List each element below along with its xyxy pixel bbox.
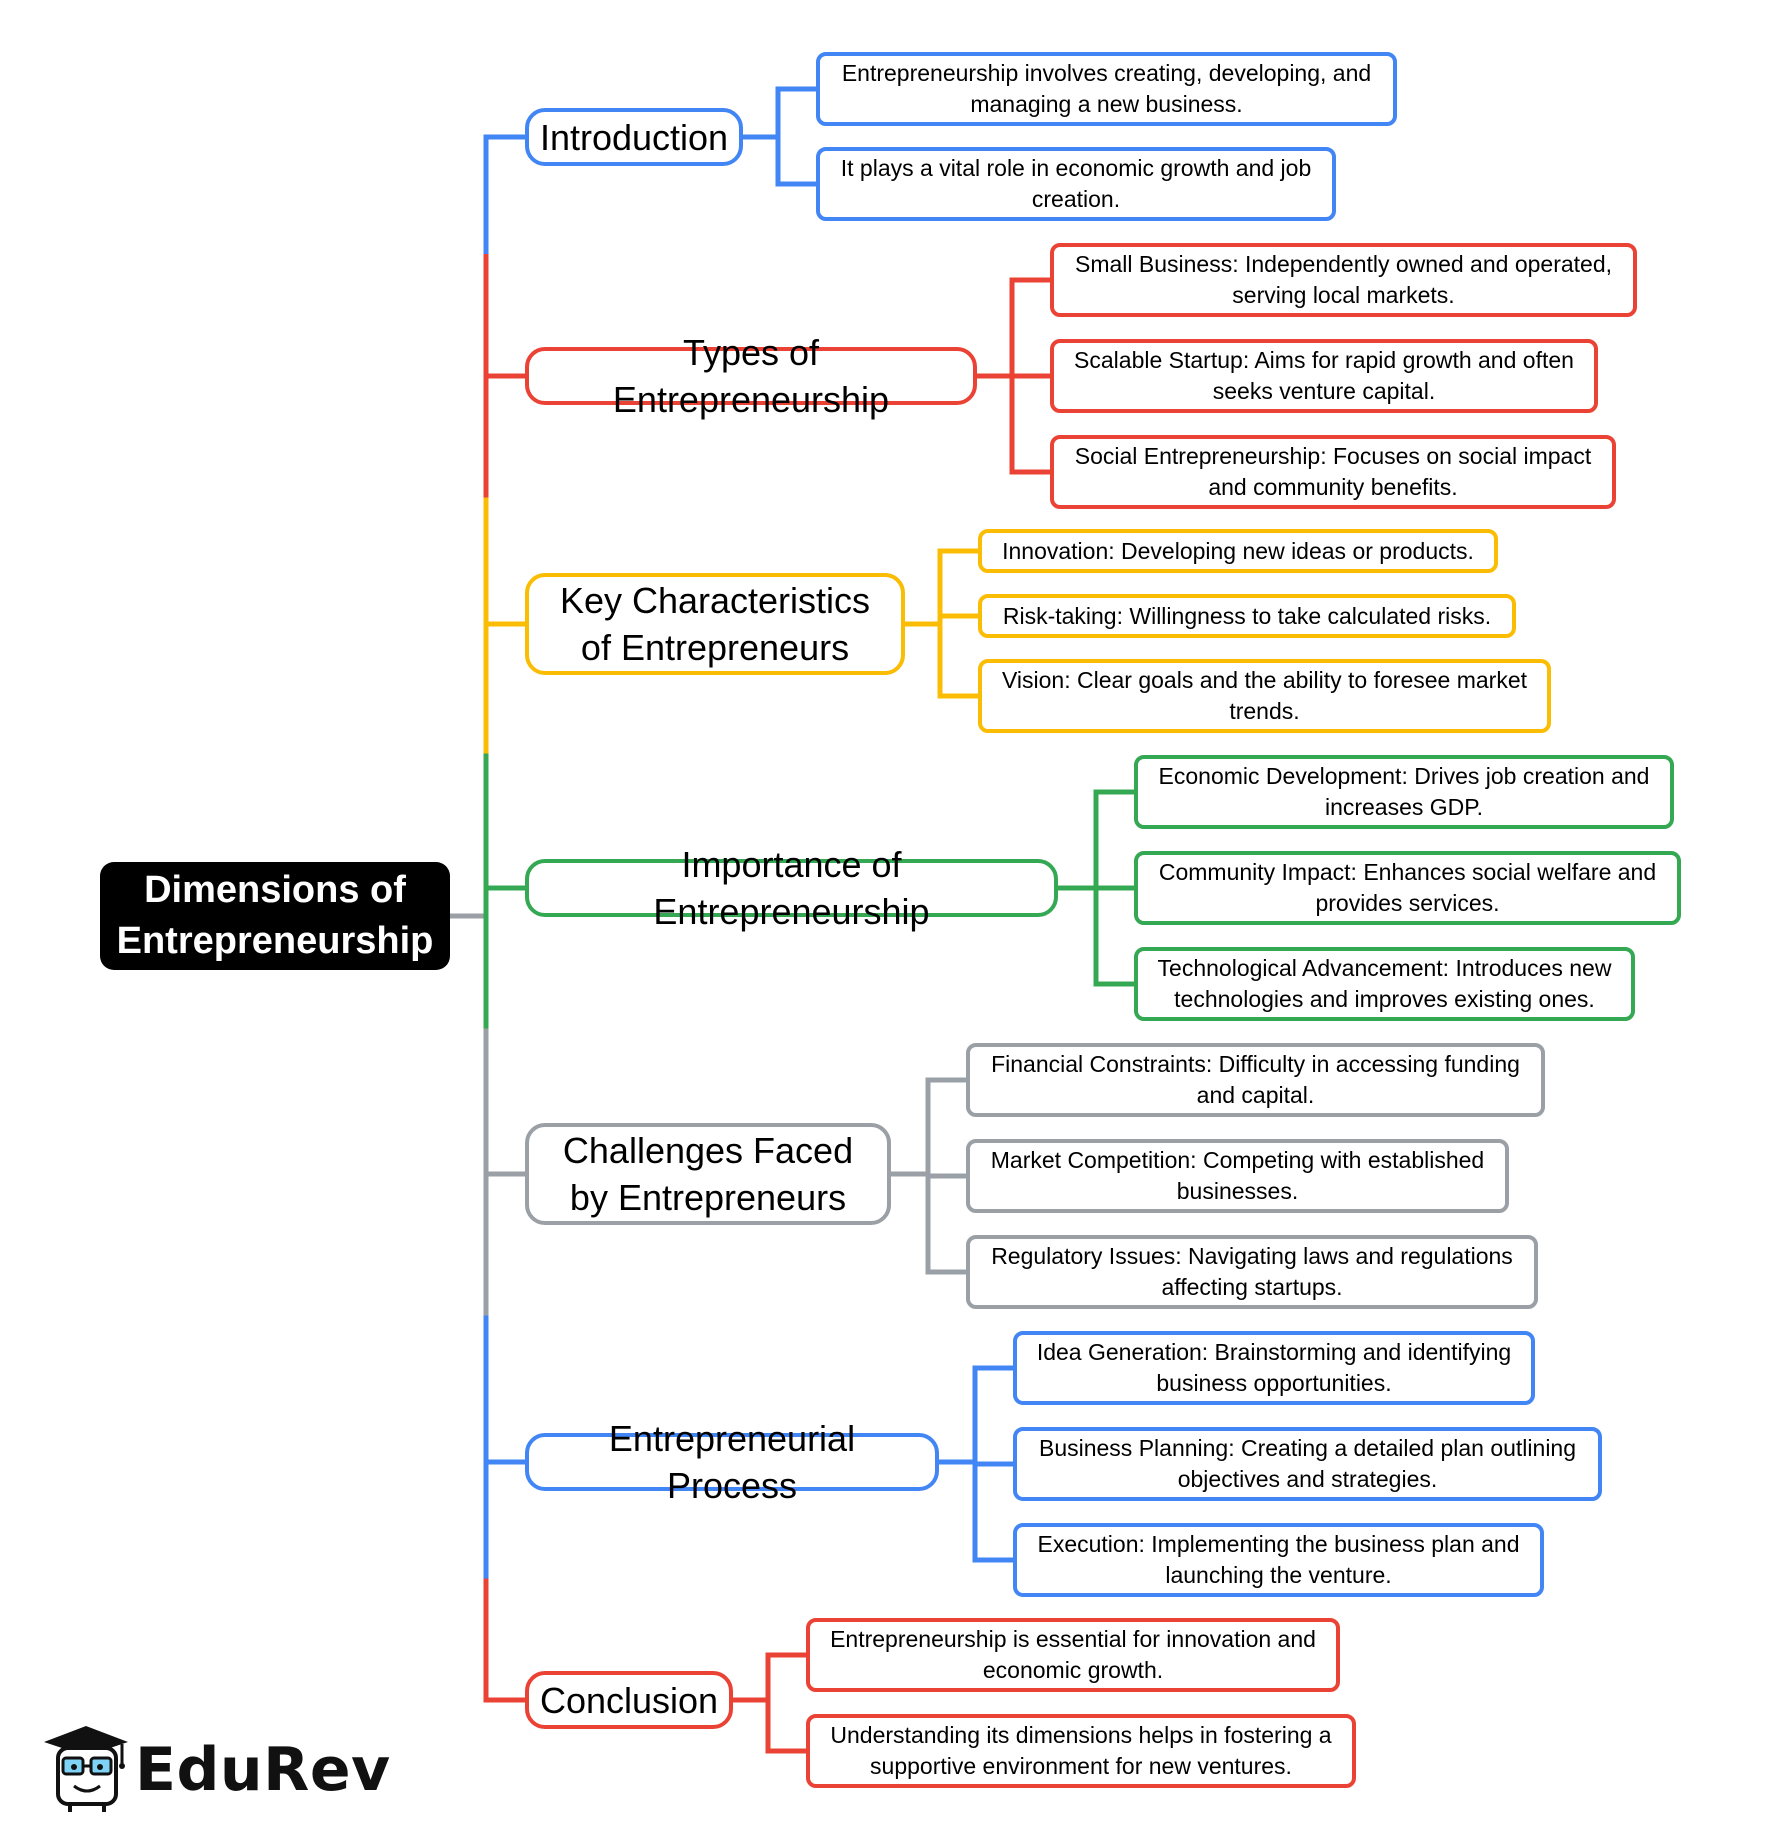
leaf-node: Vision: Clear goals and the ability to f…: [978, 659, 1551, 733]
leaf-label: Innovation: Developing new ideas or prod…: [1002, 537, 1474, 564]
root-node: Dimensions of Entrepreneurship: [100, 862, 450, 970]
leaf-node: Social Entrepreneurship: Focuses on soci…: [1050, 435, 1616, 509]
branch-node: Introduction: [525, 108, 743, 166]
leaf-node: Risk-taking: Willingness to take calcula…: [978, 594, 1516, 638]
branch-node: Entrepreneurial Process: [525, 1418, 939, 1506]
leaf-label: Entrepreneurship is essential for innova…: [830, 1626, 1316, 1683]
leaf-label: Risk-taking: Willingness to take calcula…: [1002, 602, 1492, 629]
leaf-node: Business Planning: Creating a detailed p…: [1013, 1427, 1602, 1501]
leaf-node: Idea Generation: Brainstorming and ident…: [1013, 1331, 1535, 1405]
branch-node: Key Characteristics of Entrepreneurs: [525, 573, 905, 675]
logo-text: EduRev: [135, 1735, 391, 1805]
leaf-node: Entrepreneurship involves creating, deve…: [816, 52, 1397, 126]
leaf-node: Innovation: Developing new ideas or prod…: [978, 529, 1498, 573]
leaf-label: Entrepreneurship involves creating, deve…: [841, 60, 1372, 117]
leaf-node: Understanding its dimensions helps in fo…: [806, 1714, 1356, 1788]
leaf-label: Execution: Implementing the business pla…: [1037, 1531, 1520, 1588]
branch-node: Conclusion: [525, 1671, 733, 1729]
leaf-label: Understanding its dimensions helps in fo…: [830, 1722, 1332, 1779]
branch-node: Challenges Faced by Entrepreneurs: [525, 1123, 891, 1225]
leaf-label: Economic Development: Drives job creatio…: [1158, 763, 1650, 820]
graduate-mascot-icon: [44, 1726, 128, 1812]
leaf-label: Technological Advancement: Introduces ne…: [1157, 955, 1612, 1012]
root-label: Dimensions of Entrepreneurship: [116, 869, 434, 962]
leaf-node: Technological Advancement: Introduces ne…: [1134, 947, 1635, 1021]
leaf-node: Entrepreneurship is essential for innova…: [806, 1618, 1340, 1692]
leaf-label: Market Competition: Competing with estab…: [990, 1147, 1485, 1204]
leaf-label: Community Impact: Enhances social welfar…: [1158, 859, 1657, 916]
branch-label: Introduction: [539, 116, 729, 158]
branch-node: Importance of Entrepreneurship: [525, 844, 1058, 932]
branch-node: Types of Entrepreneurship: [525, 332, 977, 420]
leaf-label: Scalable Startup: Aims for rapid growth …: [1074, 347, 1574, 404]
leaf-label: Vision: Clear goals and the ability to f…: [1001, 667, 1528, 724]
leaf-label: Financial Constraints: Difficulty in acc…: [991, 1051, 1520, 1108]
leaf-label: It plays a vital role in economic growth…: [840, 155, 1312, 212]
leaf-node: Market Competition: Competing with estab…: [966, 1139, 1509, 1213]
branch-label: Challenges Faced by Entrepreneurs: [562, 1130, 854, 1218]
leaf-node: Financial Constraints: Difficulty in acc…: [966, 1043, 1545, 1117]
leaf-label: Regulatory Issues: Navigating laws and r…: [991, 1243, 1513, 1300]
leaf-node: Community Impact: Enhances social welfar…: [1134, 851, 1681, 925]
branch-label: Entrepreneurial Process: [608, 1418, 856, 1506]
leaf-label: Social Entrepreneurship: Focuses on soci…: [1074, 443, 1592, 500]
branch-label: Conclusion: [539, 1679, 719, 1721]
branch-label: Key Characteristics of Entrepreneurs: [559, 580, 871, 668]
branch-label: Types of Entrepreneurship: [612, 332, 890, 420]
leaf-node: Execution: Implementing the business pla…: [1013, 1523, 1544, 1597]
leaf-node: Economic Development: Drives job creatio…: [1134, 755, 1674, 829]
leaf-label: Idea Generation: Brainstorming and ident…: [1036, 1339, 1512, 1396]
leaf-label: Business Planning: Creating a detailed p…: [1038, 1435, 1577, 1492]
leaf-node: Scalable Startup: Aims for rapid growth …: [1050, 339, 1598, 413]
leaf-label: Small Business: Independently owned and …: [1074, 251, 1613, 308]
leaf-node: Small Business: Independently owned and …: [1050, 243, 1637, 317]
branch-label: Importance of Entrepreneurship: [653, 844, 930, 932]
leaf-node: It plays a vital role in economic growth…: [816, 147, 1336, 221]
leaf-node: Regulatory Issues: Navigating laws and r…: [966, 1235, 1538, 1309]
